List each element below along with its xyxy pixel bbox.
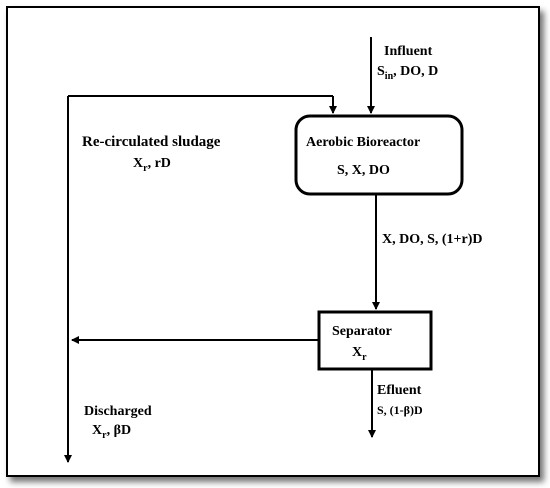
separator-box (317, 310, 433, 371)
effluent-label: Efluent (377, 383, 422, 398)
bioreactor-title: Aerobic Bioreactor (306, 135, 421, 150)
recirculated-label: Re-circulated sludage (82, 134, 221, 150)
separator-title: Separator (332, 324, 392, 339)
discharged-variables: Xr, βD (92, 423, 132, 441)
influent-label: Influent (384, 44, 433, 59)
recirculated-variables: Xr, rD (133, 156, 171, 174)
influent-variables: Sin, DO, D (377, 64, 439, 82)
bioreactor-contents: S, X, DO (337, 163, 390, 178)
aerobic-bioreactor-box (294, 114, 464, 196)
separator-output: Xr (352, 345, 367, 363)
discharged-label: Discharged (84, 404, 152, 419)
effluent-variables: S, (1-β)D (377, 403, 423, 417)
reactor-outflow-label: X, DO, S, (1+r)D (382, 232, 483, 247)
diagram-frame (6, 6, 540, 477)
